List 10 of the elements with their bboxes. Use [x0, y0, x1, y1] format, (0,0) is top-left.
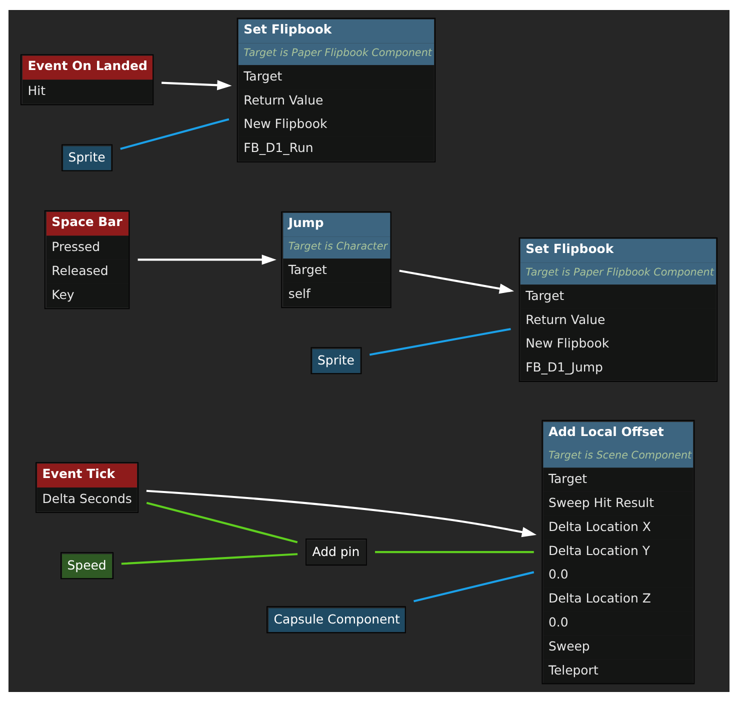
arrow	[146, 489, 537, 537]
arrow	[138, 254, 276, 264]
connector	[121, 552, 298, 564]
connector	[414, 570, 534, 602]
arrow	[162, 80, 232, 90]
connector	[146, 501, 298, 543]
connector	[120, 118, 230, 150]
connector	[369, 328, 511, 356]
connector	[375, 550, 534, 553]
arrow	[399, 269, 514, 294]
